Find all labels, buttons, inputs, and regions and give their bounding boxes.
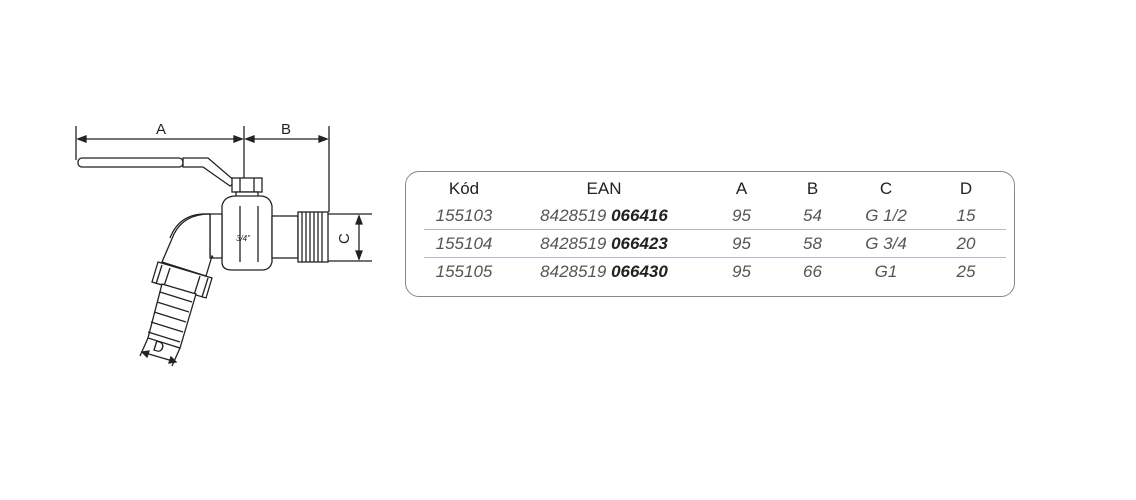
- dimension-c-arrow-top: [355, 214, 363, 225]
- table-row: 155103 8428519 066416 95 54 G 1/2 15: [424, 202, 1006, 230]
- dimension-d-extension-left: [139, 337, 149, 357]
- cell-ean: 8428519 066423: [504, 229, 704, 258]
- cell-d: 25: [926, 257, 1006, 285]
- ean-prefix: 8428519: [540, 261, 607, 281]
- dimension-d-arrow-right: [168, 355, 178, 364]
- cell-d: 15: [956, 205, 976, 225]
- cell-d: 20: [926, 229, 1006, 258]
- header-a: A: [735, 179, 748, 198]
- header-b: B: [806, 179, 819, 198]
- valve-drawing: A B C D 3/4": [75, 121, 372, 367]
- cell-a: 95: [704, 257, 779, 285]
- ean-prefix: 8428519: [540, 233, 607, 253]
- valve-body: [209, 195, 273, 271]
- spec-table-box: Kód EAN A B C D 155103 8428519 066416 95…: [405, 171, 1015, 297]
- cell-ean: 8428519 066416: [504, 202, 704, 230]
- elbow: [161, 213, 214, 277]
- cell-ean: 8428519 066430: [504, 257, 704, 285]
- cell-kod: 155103: [435, 205, 493, 225]
- cell-a: 95: [732, 205, 751, 225]
- body-marking: 3/4": [236, 234, 251, 243]
- union-nut: [151, 261, 213, 299]
- dimension-d-label: D: [151, 338, 166, 357]
- dimension-d-extension-right: [171, 347, 181, 367]
- dimension-b-arrow-left: [244, 135, 255, 143]
- cell-c: G1: [846, 257, 926, 285]
- header-kod: Kód: [448, 179, 480, 198]
- table-header-row: Kód EAN A B C D: [424, 176, 1006, 202]
- threaded-outlet: [271, 211, 329, 263]
- spec-table: Kód EAN A B C D 155103 8428519 066416 95…: [424, 176, 1006, 285]
- table-row: 155105 8428519 066430 95 66 G1 25: [424, 257, 1006, 285]
- dimension-a-arrow-left: [76, 135, 87, 143]
- dimension-a-arrow-right: [233, 135, 244, 143]
- header-c: C: [879, 179, 893, 198]
- dimension-a-label: A: [156, 121, 166, 138]
- cell-b: 58: [779, 229, 846, 258]
- dimension-d-arrow-left: [140, 350, 150, 359]
- dimension-b-arrow-right: [318, 135, 329, 143]
- header-d: D: [959, 179, 973, 198]
- header-ean: EAN: [586, 179, 622, 198]
- dimension-b-label: B: [281, 121, 291, 138]
- lever-handle: [77, 157, 238, 187]
- stem-nut: [231, 177, 263, 199]
- cell-c: G 1/2: [865, 205, 907, 225]
- cell-c: G 3/4: [846, 229, 926, 258]
- ean-suffix: 066416: [611, 205, 668, 225]
- dimension-c-label: C: [336, 233, 353, 244]
- cell-b: 66: [779, 257, 846, 285]
- hose-tail: [147, 283, 197, 349]
- cell-kod: 155105: [424, 257, 504, 285]
- ean-suffix: 066423: [611, 233, 668, 253]
- cell-kod: 155104: [424, 229, 504, 258]
- ean-suffix: 066430: [611, 261, 668, 281]
- dimension-c-arrow-bottom: [355, 250, 363, 261]
- cell-a: 95: [704, 229, 779, 258]
- table-row: 155104 8428519 066423 95 58 G 3/4 20: [424, 229, 1006, 258]
- ean-prefix: 8428519: [540, 205, 607, 225]
- cell-b: 54: [803, 205, 822, 225]
